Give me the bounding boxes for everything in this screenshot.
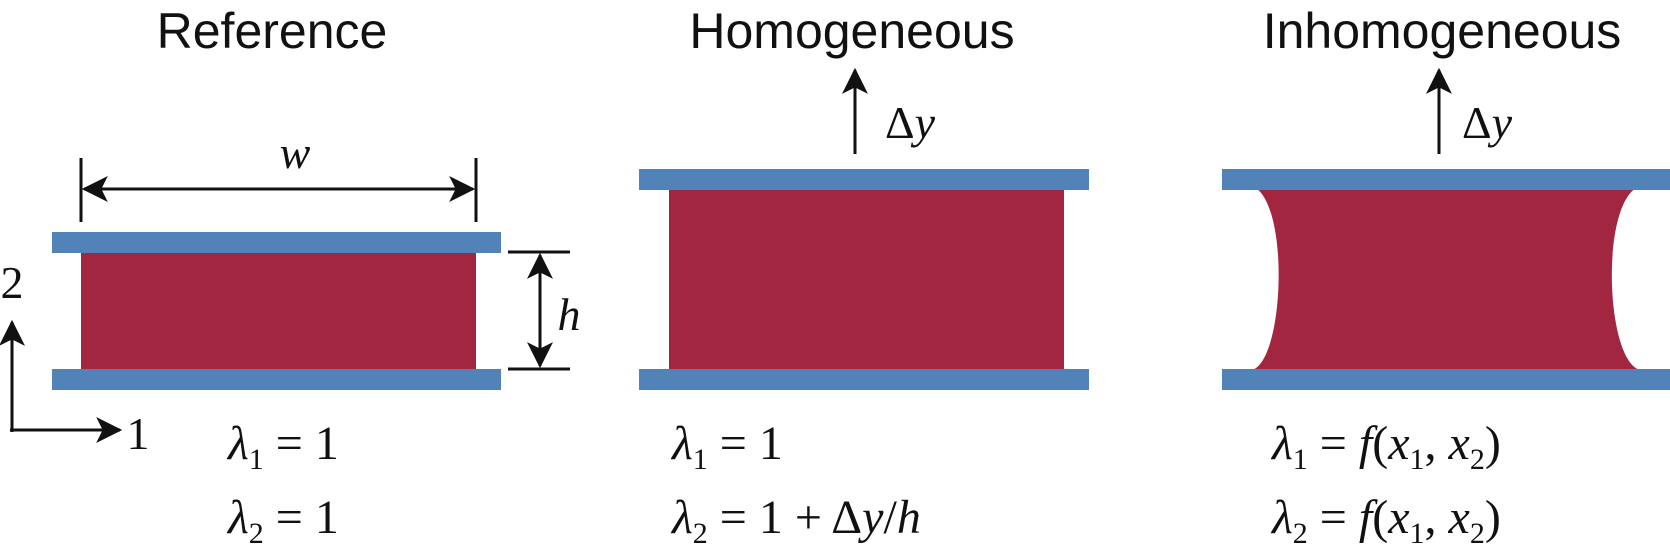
reference-panel: Reference w h 2 1 λ1 = 1 λ2 = 1 bbox=[0, 3, 581, 545]
lambda2-symbol: λ bbox=[670, 491, 693, 544]
lambda1-x1: x bbox=[1387, 417, 1409, 470]
homogeneous-bottom-plate bbox=[639, 369, 1089, 390]
lambda1-open-paren: ( bbox=[1372, 417, 1388, 470]
reference-eq-lambda1: λ1 = 1 bbox=[226, 417, 339, 476]
delta-symbol: Δ bbox=[885, 97, 915, 148]
lambda1-subscript: 1 bbox=[1293, 443, 1308, 476]
delta-variable: y bbox=[1488, 97, 1513, 148]
width-label: w bbox=[280, 127, 311, 178]
lambda1-x2-subscript: 2 bbox=[1470, 443, 1485, 476]
homogeneous-eq-lambda1: λ1 = 1 bbox=[670, 417, 783, 476]
lambda1-rhs: = 1 bbox=[708, 417, 783, 470]
homogeneous-title: Homogeneous bbox=[689, 3, 1014, 59]
lambda2-symbol: λ bbox=[1270, 491, 1293, 544]
inhomogeneous-eq-lambda1: λ1 = f(x1, x2) bbox=[1270, 417, 1501, 476]
homogeneous-material bbox=[669, 186, 1064, 370]
inhomogeneous-displacement-label: Δy bbox=[1462, 97, 1513, 148]
lambda1-close-paren: ) bbox=[1485, 417, 1501, 470]
homogeneous-panel: Homogeneous Δy λ1 = 1 λ2 = 1 + Δy/h bbox=[639, 3, 1089, 545]
inhomogeneous-top-plate bbox=[1222, 169, 1670, 190]
homogeneous-top-plate bbox=[639, 169, 1089, 190]
inhomogeneous-eq-lambda2: λ2 = f(x1, x2) bbox=[1270, 491, 1501, 545]
inhomogeneous-title: Inhomogeneous bbox=[1263, 3, 1622, 59]
lambda1-comma: , bbox=[1425, 417, 1449, 470]
lambda2-symbol: λ bbox=[226, 491, 249, 544]
lambda2-close-paren: ) bbox=[1485, 491, 1501, 544]
lambda2-subscript: 2 bbox=[249, 517, 264, 545]
lambda2-open-paren: ( bbox=[1372, 491, 1388, 544]
lambda1-subscript: 1 bbox=[249, 443, 264, 476]
lambda2-rhs-a: = 1 + Δ bbox=[708, 491, 862, 544]
lambda2-rhs-y: y bbox=[857, 491, 884, 544]
lambda1-symbol: λ bbox=[670, 417, 693, 470]
height-label: h bbox=[558, 289, 581, 340]
lambda2-x1: x bbox=[1387, 491, 1409, 544]
lambda1-rhs: = 1 bbox=[264, 417, 339, 470]
lambda2-comma: , bbox=[1425, 491, 1449, 544]
lambda1-symbol: λ bbox=[226, 417, 249, 470]
delta-variable: y bbox=[911, 97, 936, 148]
lambda2-x2-subscript: 2 bbox=[1470, 517, 1485, 545]
delta-symbol: Δ bbox=[1462, 97, 1492, 148]
axis-y-label: 2 bbox=[1, 257, 24, 308]
lambda1-subscript: 1 bbox=[693, 443, 708, 476]
inhomogeneous-panel: Inhomogeneous Δy λ1 = f(x1, x2) λ2 = f(x… bbox=[1222, 3, 1670, 545]
reference-material bbox=[81, 250, 476, 370]
lambda2-equals: = bbox=[1308, 491, 1359, 544]
lambda2-rhs-h: h bbox=[897, 491, 921, 544]
axis-x-label: 1 bbox=[127, 408, 150, 459]
lambda2-rhs: = 1 bbox=[264, 491, 339, 544]
inhomogeneous-bottom-plate bbox=[1222, 369, 1670, 390]
lambda1-x2: x bbox=[1448, 417, 1470, 470]
lambda2-x1-subscript: 1 bbox=[1410, 517, 1425, 545]
lambda2-subscript: 2 bbox=[1293, 517, 1308, 545]
reference-eq-lambda2: λ2 = 1 bbox=[226, 491, 339, 545]
lambda1-x1-subscript: 1 bbox=[1410, 443, 1425, 476]
lambda2-x2: x bbox=[1448, 491, 1470, 544]
reference-top-plate bbox=[52, 232, 501, 253]
reference-title: Reference bbox=[157, 3, 388, 59]
homogeneous-eq-lambda2: λ2 = 1 + Δy/h bbox=[670, 491, 921, 545]
reference-bottom-plate bbox=[52, 369, 501, 390]
lambda2-subscript: 2 bbox=[693, 517, 708, 545]
inhomogeneous-material bbox=[1252, 186, 1640, 370]
homogeneous-displacement-label: Δy bbox=[885, 97, 936, 148]
lambda1-equals: = bbox=[1308, 417, 1359, 470]
lambda1-symbol: λ bbox=[1270, 417, 1293, 470]
lambda2-rhs-slash: / bbox=[883, 491, 897, 544]
